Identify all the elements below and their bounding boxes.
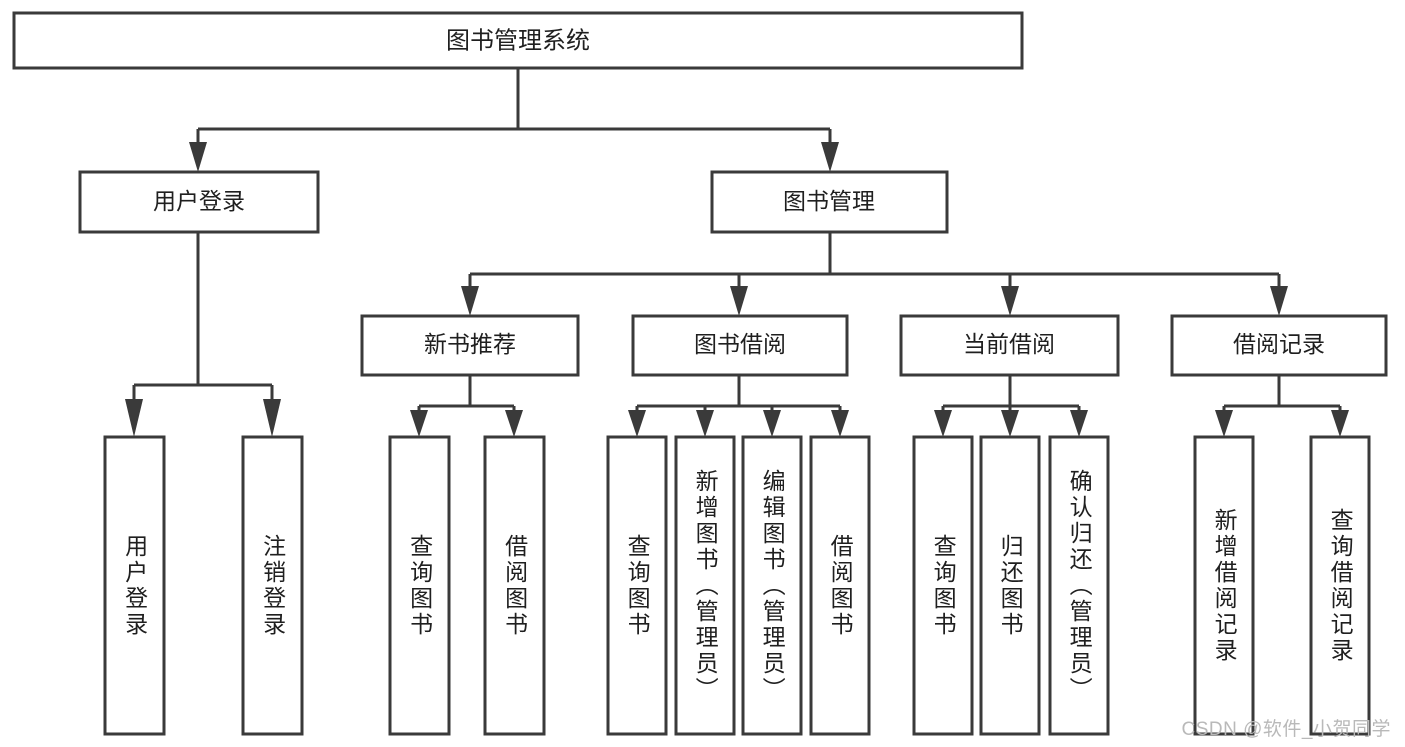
node-root[interactable]: 图书管理系统 [12,11,1024,70]
node-new-book-recommend[interactable]: 新书推荐 [360,314,580,377]
leaf-box-current-borrow-3[interactable] [1048,435,1110,736]
watermark-text: CSDN @软件_小贺同学 [1181,719,1391,740]
node-book-management[interactable]: 图书管理 [710,170,949,234]
arrow-head-bb-leaf-3 [763,410,781,437]
leaf-box-borrow-record-2[interactable] [1309,435,1371,736]
node-book-management-label: 图书管理 [783,188,875,214]
arrow-head-cb-leaf-3 [1070,410,1088,437]
node-book-borrow-label: 图书借阅 [694,331,786,357]
connector-group-book-mgmt [461,232,1288,316]
arrow-head-leaf-logout [263,399,281,437]
node-new-book-recommend-box[interactable] [360,314,580,377]
connector-group-current-borrow [934,375,1088,437]
node-user-login[interactable]: 用户登录 [78,170,320,234]
arrow-head-bb-leaf-1 [628,410,646,437]
arrow-head-bb-leaf-2 [696,410,714,437]
arrow-head-nbr-leaf-2 [505,410,523,437]
node-borrow-record[interactable]: 借阅记录 [1170,314,1388,377]
arrow-head-new-book-recommend [461,286,479,316]
node-borrow-record-label: 借阅记录 [1233,331,1325,357]
arrow-head-cb-leaf-1 [934,410,952,437]
connector-group-borrow-record [1215,375,1349,437]
node-current-borrow-label: 当前借阅 [963,331,1055,357]
arrow-head-current-borrow [1001,286,1019,316]
arrow-head-cb-leaf-2 [1001,410,1019,437]
node-borrow-record-box[interactable] [1170,314,1388,377]
leaf-box-book-borrow-2[interactable] [674,435,736,736]
node-book-management-box[interactable] [710,170,949,234]
leaf-box-book-borrow-3[interactable] [741,435,803,736]
arrow-head-book-mgmt [821,142,839,172]
connector-group-root [189,68,839,172]
leaf-box-new-book-1[interactable] [388,435,451,736]
node-book-borrow[interactable]: 图书借阅 [631,314,849,377]
leaf-box-user-login-2[interactable] [241,435,304,736]
arrow-head-bb-leaf-4 [831,410,849,437]
leaf-box-book-borrow-1[interactable] [606,435,668,736]
arrow-head-book-borrow [730,286,748,316]
leaf-box-borrow-record-1[interactable] [1193,435,1255,736]
arrow-head-br-leaf-2 [1331,410,1349,437]
node-user-login-label: 用户登录 [153,188,245,214]
connector-group-new-book-recommend [410,375,523,437]
arrow-head-user-login [189,142,207,172]
connector-group-book-borrow [628,375,849,437]
node-user-login-box[interactable] [78,170,320,234]
arrow-head-br-leaf-1 [1215,410,1233,437]
connector-group-user-login [125,232,281,437]
node-new-book-recommend-label: 新书推荐 [424,331,516,357]
leaf-box-user-login-1[interactable] [103,435,166,736]
arrow-head-nbr-leaf-1 [410,410,428,437]
node-current-borrow-box[interactable] [899,314,1120,377]
arrow-head-leaf-user-login [125,399,143,437]
leaf-box-new-book-2[interactable] [483,435,546,736]
node-root-box[interactable] [12,11,1024,70]
arrow-head-borrow-record [1270,286,1288,316]
leaf-box-current-borrow-2[interactable] [979,435,1041,736]
leaf-box-current-borrow-1[interactable] [912,435,974,736]
leaf-box-book-borrow-4[interactable] [809,435,871,736]
node-root-label: 图书管理系统 [446,27,590,54]
node-current-borrow[interactable]: 当前借阅 [899,314,1120,377]
node-book-borrow-box[interactable] [631,314,849,377]
